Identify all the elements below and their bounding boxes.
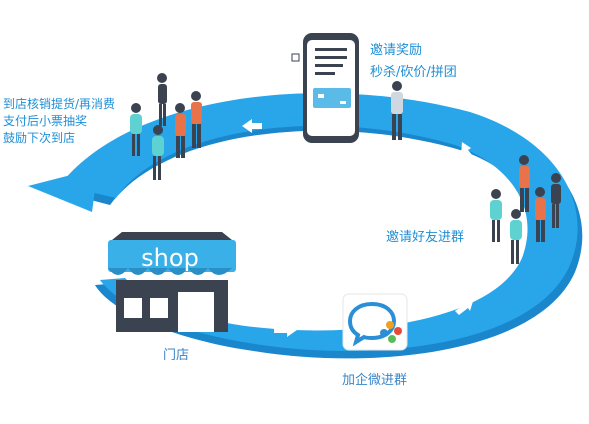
person-icon <box>510 209 522 264</box>
person-icon <box>130 103 142 156</box>
wecom-caption: 加企微进群 <box>342 373 408 388</box>
arrow-icon <box>461 142 473 159</box>
arrow-icon <box>455 298 474 315</box>
wecom-icon <box>342 293 408 351</box>
invite-caption: 邀请好友进群 <box>386 230 465 245</box>
left-caption-line: 支付后小票抽奖 <box>3 114 88 128</box>
top-caption: 邀请奖励 秒杀/砍价/拼团 <box>370 40 457 84</box>
arrow-icon <box>274 323 297 337</box>
person-icon <box>490 189 502 242</box>
person-icon <box>152 125 164 180</box>
person-icon <box>191 91 202 148</box>
left-caption-line: 到店核销提货/再消费 <box>3 97 116 111</box>
phone-icon <box>291 33 359 143</box>
person-icon <box>519 155 530 212</box>
person-icon <box>551 173 561 228</box>
top-caption-line: 邀请奖励 <box>370 43 423 58</box>
left-caption: 到店核销提货/再消费 支付后小票抽奖 鼓励下次到店 <box>3 96 133 147</box>
store-icon: shop <box>108 232 236 332</box>
store-caption: 门店 <box>163 348 190 363</box>
top-caption-line: 秒杀/砍价/拼团 <box>370 65 457 80</box>
person-icon <box>535 187 546 242</box>
shop-sign-text: shop <box>141 244 199 272</box>
loop-arrowhead <box>28 168 98 212</box>
person-icon <box>157 73 167 126</box>
left-caption-line: 鼓励下次到店 <box>3 131 76 145</box>
person-icon <box>175 103 186 158</box>
arrow-icon <box>242 119 262 133</box>
person-icon <box>391 81 403 140</box>
